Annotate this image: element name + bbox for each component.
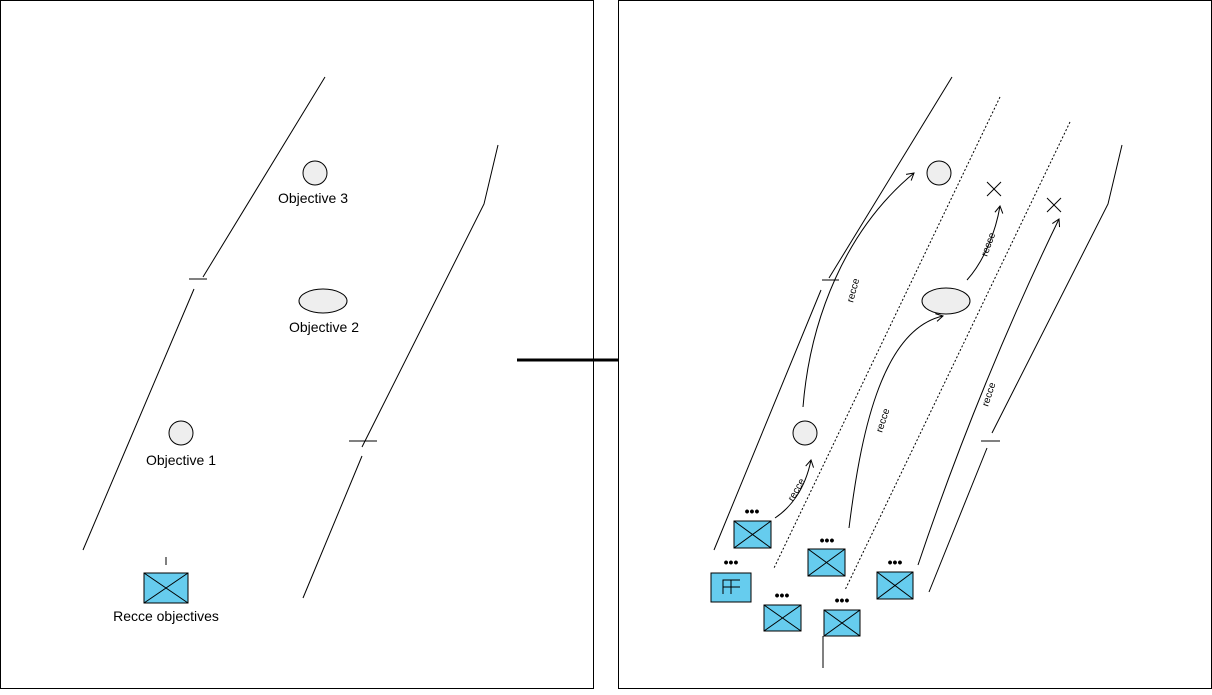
right-road-boundary-upper: [361, 144, 499, 448]
recce-unit-symbol: •••: [733, 503, 772, 549]
objective-2-marker: [298, 288, 348, 314]
left-panel-frame: [0, 0, 594, 689]
unit-type-glyph: [722, 579, 740, 594]
right-road-far-boundary-upper: [991, 144, 1123, 434]
recce-unit-symbol: •••: [876, 554, 914, 600]
left-road-boundary-lower: [82, 288, 195, 551]
unit-size-indicator: •••: [724, 554, 739, 570]
objective-1-label: Objective 1: [146, 452, 216, 468]
right-panel-frame: [618, 0, 1212, 689]
right-road-far-boundary-lower: [928, 447, 988, 593]
unit-size-indicator: •••: [820, 532, 835, 548]
unit-cross-line: [763, 604, 802, 632]
recce-unit-symbol: •••: [822, 592, 861, 668]
recce-arrow: [774, 459, 815, 519]
recce-arrow: [917, 218, 1061, 566]
right-road-boundary-lower: [302, 455, 363, 599]
objective-2-label: Objective 2: [289, 319, 359, 335]
hq-unit-symbol: •••: [710, 554, 752, 603]
recce-unit-symbol: Recce objectives: [113, 557, 219, 624]
right-panel: recce recce recce recce recce ••• ••• ••…: [618, 0, 1212, 689]
unit-cross-line: [876, 571, 914, 600]
unit-cross-line: [143, 572, 189, 604]
unit-size-indicator: •••: [745, 503, 760, 519]
objective-3-marker: [302, 160, 328, 186]
objective-3-marker: [926, 160, 952, 186]
objective-1: Objective 1: [146, 420, 216, 468]
unit-boundary-dotted: [844, 121, 1071, 591]
left-road-boundary-upper: [202, 76, 326, 278]
cross-marker-line: [986, 181, 1002, 197]
recce-arrow: [848, 313, 944, 529]
unit-cross-line: [807, 548, 846, 577]
recce-unit-symbol: •••: [763, 587, 802, 632]
cross-marker: [1046, 197, 1062, 213]
recce-arrow: [966, 205, 1004, 281]
unit-cross-line: [733, 520, 772, 549]
cross-marker: [986, 181, 1002, 197]
objective-3-label: Objective 3: [278, 190, 348, 206]
left-panel: Objective 3 Objective 2 Objective 1 Recc…: [0, 0, 594, 689]
unit-boundary-dotted: [773, 96, 1001, 569]
right-road-boundary-upper: [828, 76, 953, 279]
unit-cross-line: [823, 609, 861, 637]
objective-1-marker: [168, 420, 194, 446]
objective-2: Objective 2: [289, 288, 359, 335]
unit-size-indicator: •••: [888, 554, 903, 570]
objective-3: Objective 3: [278, 160, 348, 206]
objective-1-marker: [792, 420, 818, 446]
recce-arrow: [802, 172, 915, 408]
cross-marker-line: [1046, 197, 1062, 213]
objective-2-marker: [921, 287, 971, 315]
unit-size-indicator: •••: [775, 587, 790, 603]
recce-unit-label: Recce objectives: [113, 608, 219, 624]
right-road-boundary-lower: [713, 289, 822, 551]
recce-unit-symbol: •••: [807, 532, 846, 577]
unit-size-indicator: •••: [835, 592, 850, 608]
